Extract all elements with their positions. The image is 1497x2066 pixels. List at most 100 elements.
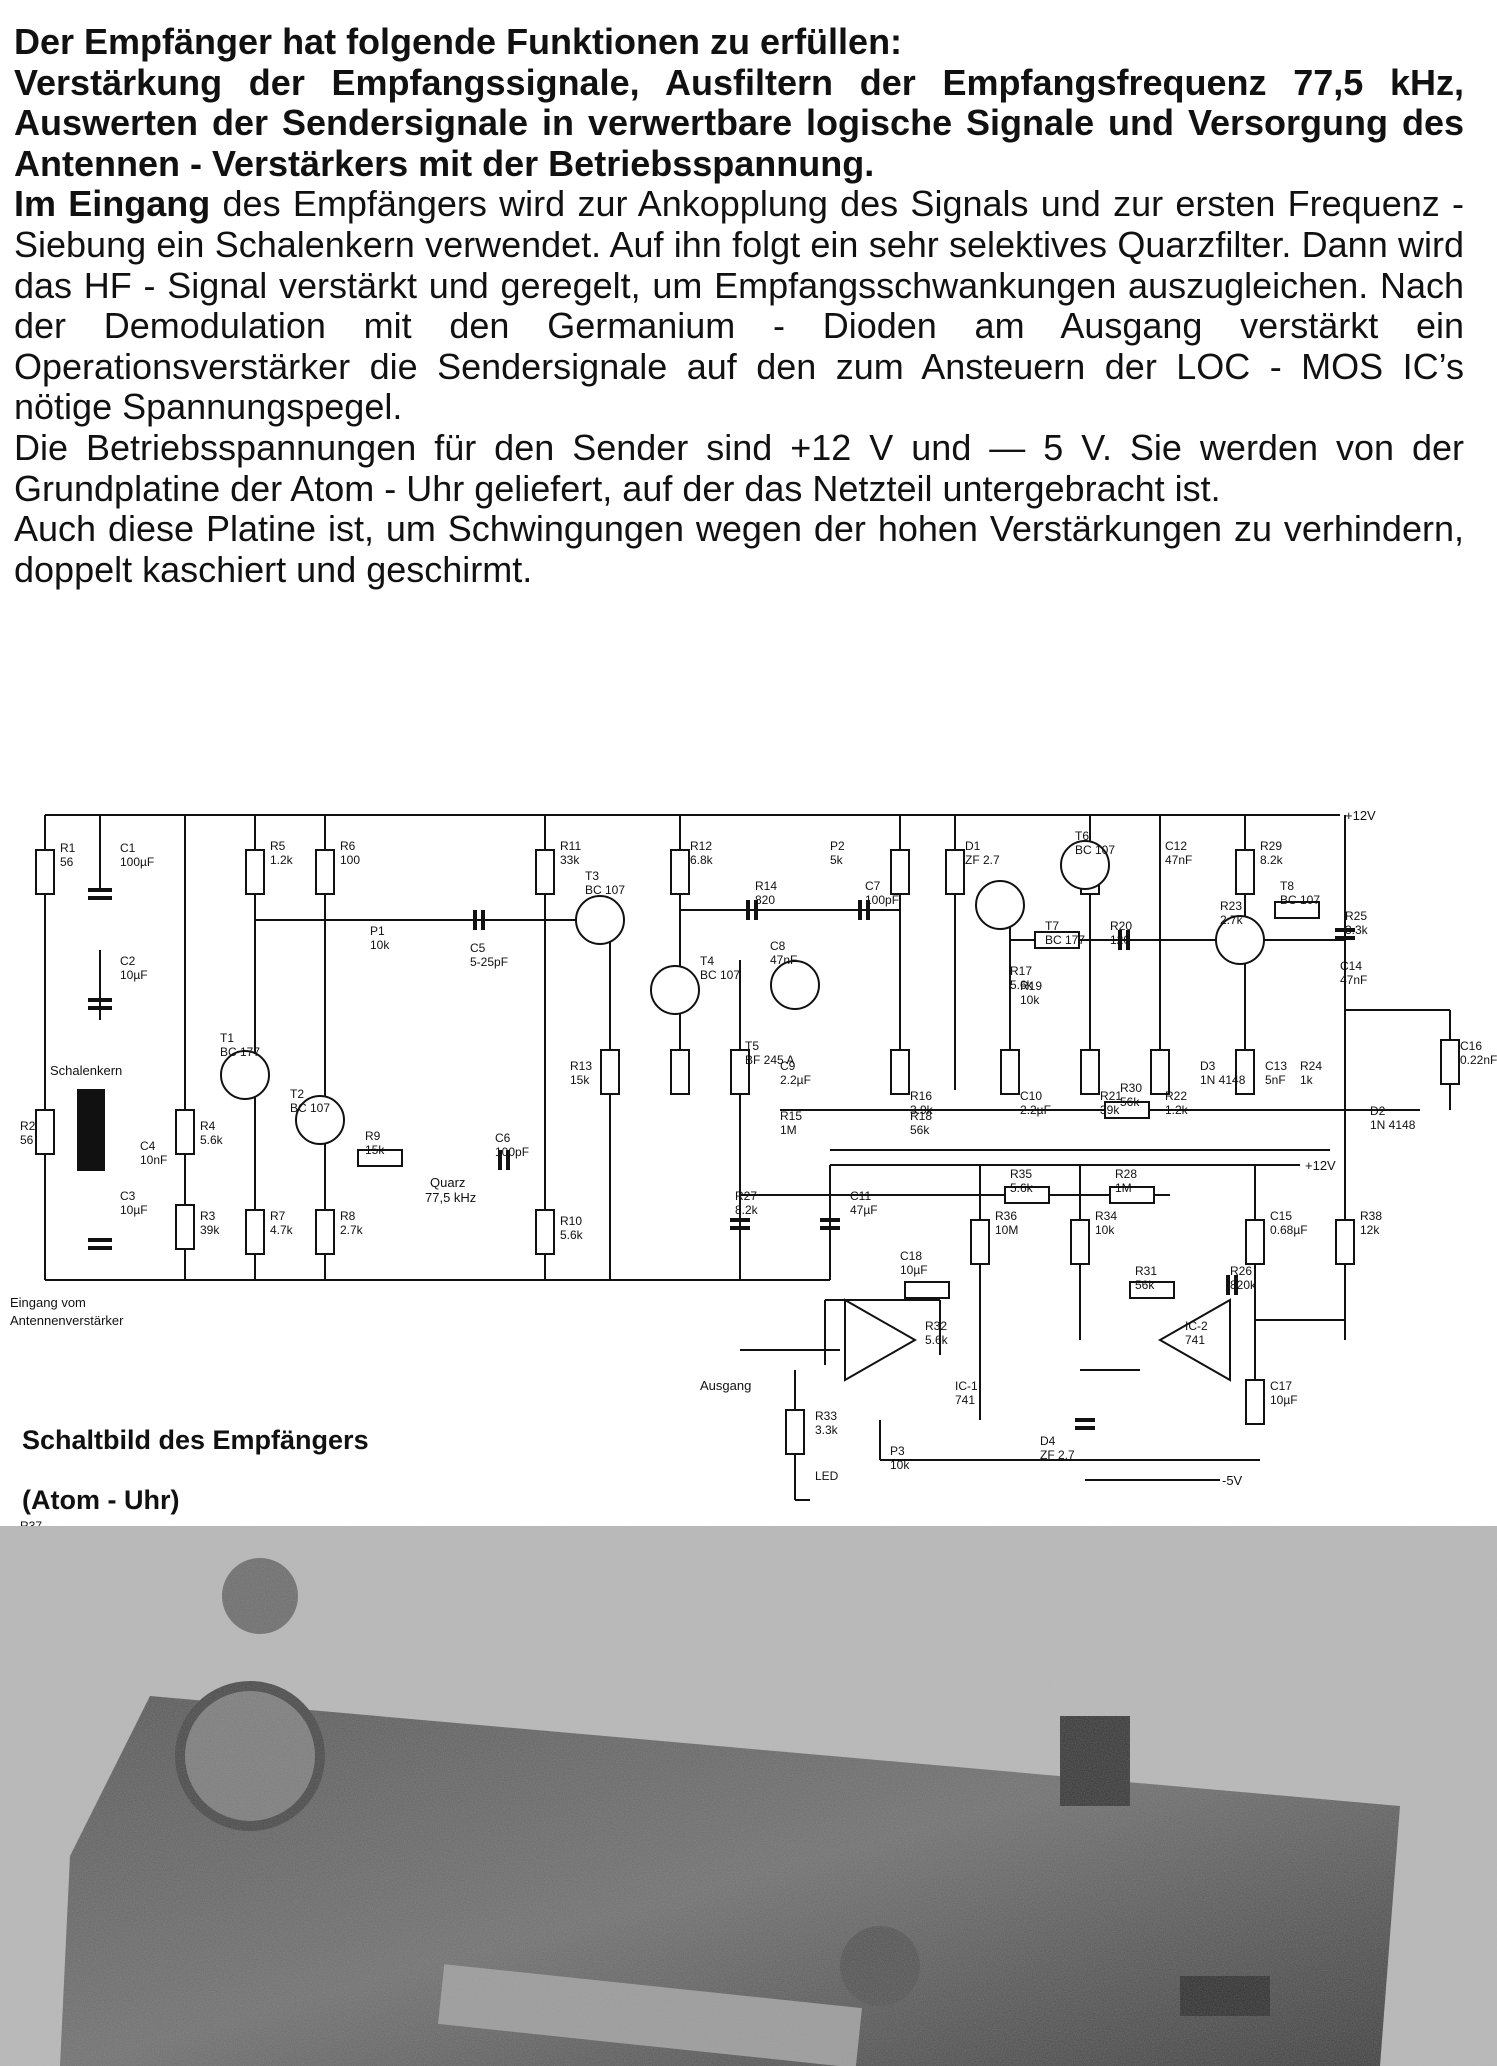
component-ref: R26 xyxy=(1230,1264,1252,1278)
component-value: 12k xyxy=(1360,1223,1380,1237)
component-value: 10µF xyxy=(900,1263,928,1277)
component-ref: C7 xyxy=(865,879,881,893)
component-ref: R15 xyxy=(780,1109,802,1123)
component-value: 10M xyxy=(995,1223,1018,1237)
component-ref: R13 xyxy=(570,1059,592,1073)
component-ref: T6 xyxy=(1075,829,1089,843)
component-ref: C3 xyxy=(120,1189,136,1203)
schematic-symbols xyxy=(35,840,1460,1455)
component-value: 2.2µF xyxy=(1020,1103,1051,1117)
component-value: 39k xyxy=(200,1223,220,1237)
component-ref: C6 xyxy=(495,1131,511,1145)
component-ref: C15 xyxy=(1270,1209,1292,1223)
component-value: 100pF xyxy=(495,1145,529,1159)
component-value: 1N 4148 xyxy=(1370,1118,1416,1132)
component-ref: C18 xyxy=(900,1249,922,1263)
component-value: 10µF xyxy=(1270,1393,1298,1407)
component-value: 15k xyxy=(365,1143,385,1157)
component-value: 10nF xyxy=(140,1153,167,1167)
component-value: 1k xyxy=(1300,1073,1314,1087)
component-value: 1M xyxy=(780,1123,797,1137)
component-value: 47nF xyxy=(1340,973,1367,987)
receiver-schematic: +12V +12V -5V Eingang vom Antennenverstä… xyxy=(10,808,1497,1540)
component-ref: T8 xyxy=(1280,879,1294,893)
component-value: 3.3k xyxy=(815,1423,839,1437)
component-ref: R12 xyxy=(690,839,712,853)
paragraph-lead: Verstärkung der Empfangssignale, Ausfilt… xyxy=(14,61,1464,184)
component-ref: C16 xyxy=(1460,1039,1482,1053)
component-ref: C17 xyxy=(1270,1379,1292,1393)
component-ref: C2 xyxy=(120,954,136,968)
figure-caption: Schaltbild des Empfängers (Atom - Uhr) xyxy=(22,1410,369,1530)
component-ref: C14 xyxy=(1340,959,1362,973)
component-value: 820k xyxy=(1230,1278,1257,1292)
schematic-capacitors xyxy=(88,888,1355,1430)
component-ref: R28 xyxy=(1115,1167,1137,1181)
component-ref: LED xyxy=(815,1469,839,1483)
component-value: 6.8k xyxy=(690,853,714,867)
component-value: BC 107 xyxy=(290,1101,330,1115)
component-value: 2.2µF xyxy=(780,1073,811,1087)
component-value: 1M xyxy=(1115,1181,1132,1195)
component-value: 10µF xyxy=(120,1203,148,1217)
component-value: 0.22nF xyxy=(1460,1053,1497,1067)
component-ref: R21 xyxy=(1100,1089,1122,1103)
component-label: LED xyxy=(815,1469,839,1483)
component-value: 5.6k xyxy=(560,1228,584,1242)
component-ref: R2 xyxy=(20,1119,36,1133)
input-label: Antennenverstärker xyxy=(10,1313,124,1328)
component-value: 5-25pF xyxy=(470,955,508,969)
component-ref: R31 xyxy=(1135,1264,1157,1278)
pcb-photo xyxy=(0,1526,1497,2066)
paragraph-lead: Der Empfänger hat folgende Funktionen zu… xyxy=(14,21,903,62)
component-value: 47nF xyxy=(1165,853,1192,867)
component-ref: R36 xyxy=(995,1209,1017,1223)
component-ref: R16 xyxy=(910,1089,932,1103)
component-ref: P2 xyxy=(830,839,845,853)
component-value: 56k xyxy=(910,1123,930,1137)
component-ref: D1 xyxy=(965,839,981,853)
component-value: 5nF xyxy=(1265,1073,1286,1087)
component-ref: R35 xyxy=(1010,1167,1032,1181)
component-value: 5.6k xyxy=(1010,978,1034,992)
component-value: 39k xyxy=(1100,1103,1120,1117)
component-ref: R7 xyxy=(270,1209,286,1223)
component-ref: C10 xyxy=(1020,1089,1042,1103)
component-ref: C4 xyxy=(140,1139,156,1153)
paragraph-lead: Im Eingang xyxy=(14,183,211,225)
component-ref: R9 xyxy=(365,1129,381,1143)
component-ref: R24 xyxy=(1300,1059,1322,1073)
component-value: 4.7k xyxy=(270,1223,294,1237)
paragraph: Die Betriebsspannungen für den Sender si… xyxy=(14,427,1464,509)
component-value: 33k xyxy=(560,853,580,867)
